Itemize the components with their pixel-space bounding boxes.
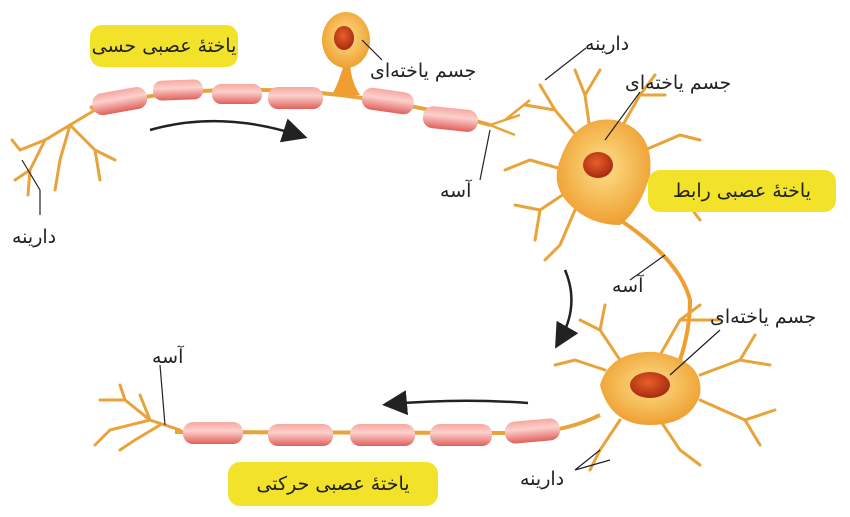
sensory-nucleus: [334, 26, 354, 50]
motor-axon-terminals: [93, 383, 182, 452]
inter-nucleus: [583, 152, 613, 178]
sensory-neuron: [10, 12, 531, 197]
motor-nucleus: [630, 372, 670, 398]
inter-dendrite-label: دارینه: [585, 33, 630, 55]
motor-neuron-title: یاختهٔ عصبی حرکتی: [228, 462, 438, 506]
sensory-dendrite-label: دارینه: [12, 226, 57, 248]
inter-cell-body-label: جسم یاخته‌ای: [625, 72, 732, 94]
motor-dendrite-label: دارینه: [520, 468, 565, 490]
sensory-axon-terminal: [489, 99, 531, 137]
sensory-stalk: [332, 60, 360, 95]
flow-arrow-motor: [382, 390, 529, 416]
motor-axon-label: آسه: [152, 346, 184, 368]
motor-myelin: [183, 418, 561, 446]
inter-axon: [618, 218, 693, 361]
interneuron: [503, 68, 702, 361]
motor-cell-body-label: جسم یاخته‌ای: [710, 306, 817, 328]
flow-arrow-inter: [555, 269, 579, 349]
motor-dendrites: [553, 303, 777, 472]
motor-neuron: [93, 303, 777, 472]
sensory-axon-label: آسه: [440, 180, 472, 202]
interneuron-title: یاختهٔ عصبی رابط: [648, 170, 836, 212]
sensory-myelin: [92, 79, 478, 132]
inter-axon-label: آسه: [612, 275, 644, 297]
sensory-dendrites: [10, 108, 117, 197]
sensory-cell-body-label: جسم یاخته‌ای: [370, 60, 477, 82]
flow-arrow-sensory: [149, 118, 308, 143]
pointer-lines: [21, 39, 721, 471]
sensory-neuron-title: یاختهٔ عصبی حسی: [90, 25, 238, 67]
